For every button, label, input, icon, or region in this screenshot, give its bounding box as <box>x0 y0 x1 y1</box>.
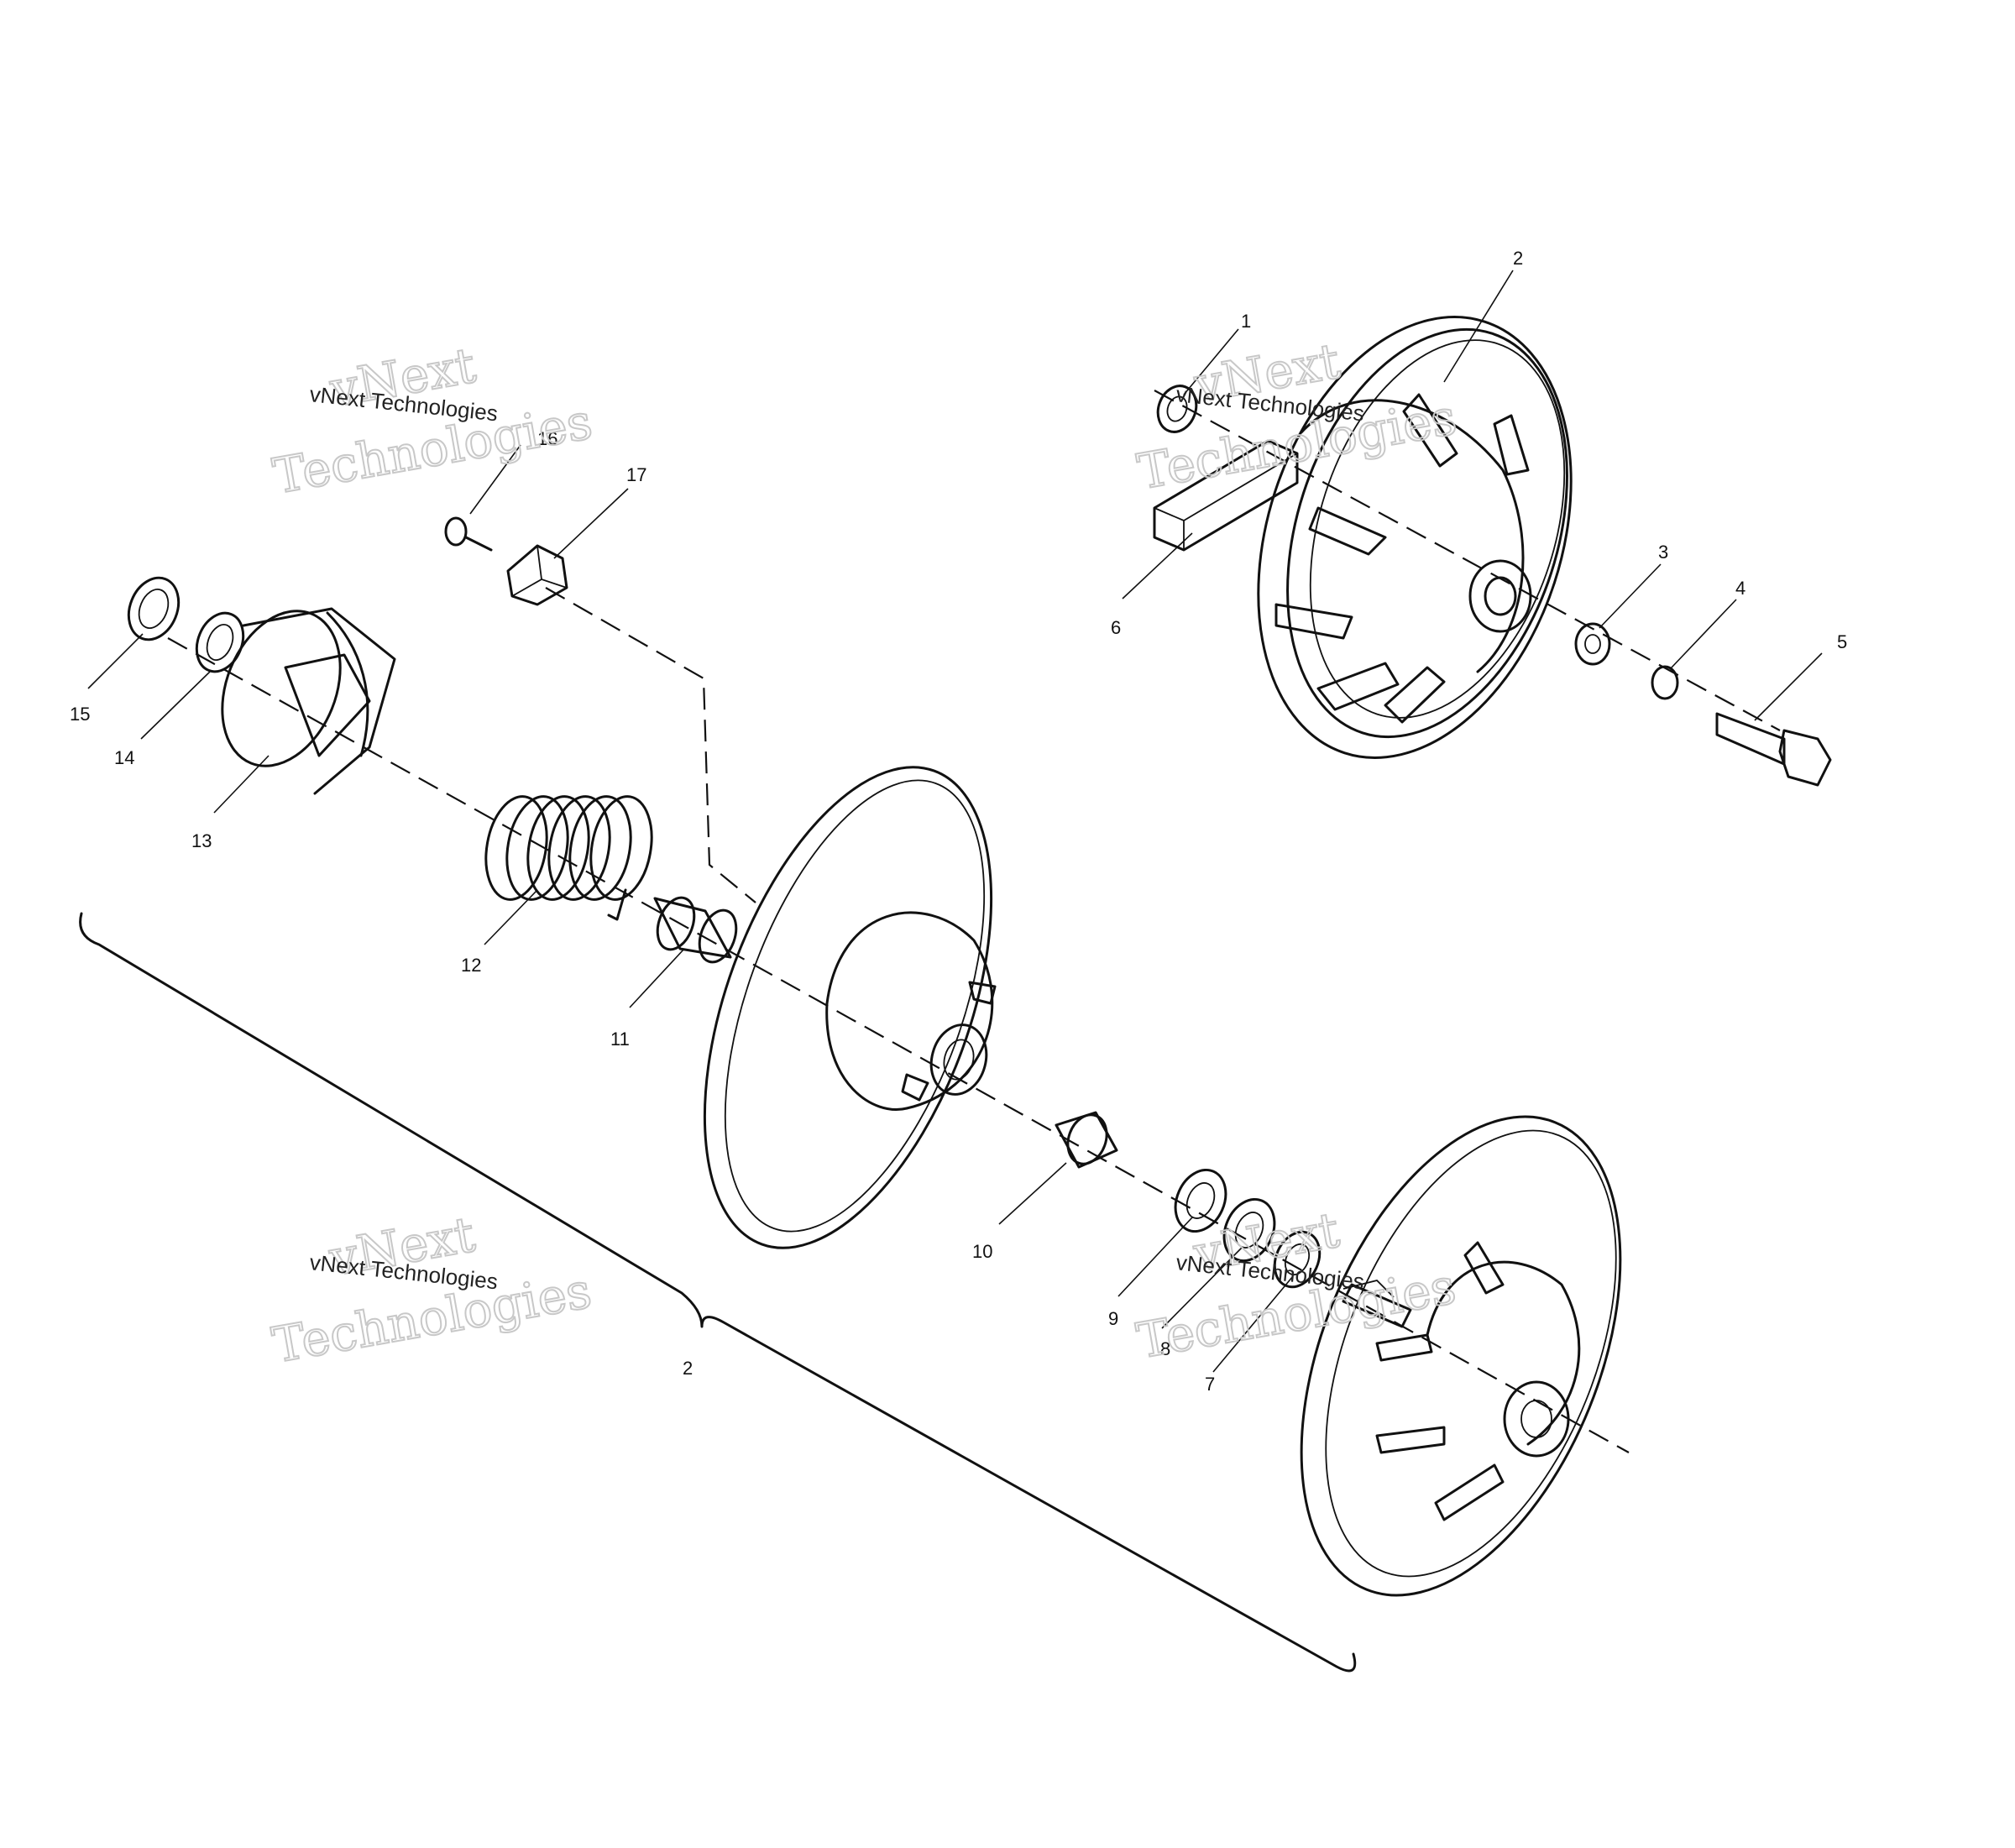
callout-3: 3 <box>1658 542 1668 563</box>
snap-ring-part-15 <box>127 576 181 641</box>
assembly-bracket <box>79 912 1357 1673</box>
callout-7: 7 <box>1205 1374 1215 1395</box>
washer-part-8 <box>1222 1197 1276 1263</box>
washer-part-3 <box>1574 622 1611 666</box>
axis-main <box>167 637 1630 1453</box>
upper-sheave-assembly <box>1153 316 1832 787</box>
callout-5: 5 <box>1837 631 1847 652</box>
callout-13: 13 <box>191 830 212 851</box>
screw-part-16 <box>444 516 493 552</box>
leader-lines <box>87 270 1823 1373</box>
fixed-sheave <box>1300 1115 1622 1597</box>
moveable-sheave <box>703 766 997 1249</box>
axis-cam-bolt <box>545 587 756 903</box>
callout-15: 15 <box>70 704 90 725</box>
callout-12: 12 <box>461 955 481 976</box>
slider-button-part-17 <box>506 544 568 606</box>
lockwasher-part-4 <box>1651 665 1679 700</box>
callout-4: 4 <box>1735 578 1745 599</box>
callout-1: 1 <box>1241 311 1251 332</box>
shoe-part-6 <box>1153 439 1299 552</box>
callout-9: 9 <box>1108 1308 1118 1329</box>
callout-8: 8 <box>1160 1338 1170 1359</box>
bushing-part-11 <box>653 896 738 964</box>
washer-part-9 <box>1174 1168 1227 1233</box>
bolt-part-5 <box>1715 712 1832 787</box>
callout-2-bracket: 2 <box>683 1358 693 1379</box>
washer-part-14 <box>195 611 245 673</box>
callout-14: 14 <box>114 747 134 768</box>
spring-part-12 <box>484 795 653 921</box>
bearing-part-10 <box>1055 1111 1118 1169</box>
callout-11: 11 <box>610 1029 630 1050</box>
helix-cam-part-13 <box>221 607 396 795</box>
washer-part-1 <box>1156 385 1198 433</box>
callout-17: 17 <box>626 464 646 485</box>
callout-2: 2 <box>1513 248 1523 269</box>
callout-6: 6 <box>1111 617 1121 638</box>
callout-10: 10 <box>972 1241 992 1262</box>
callout-16: 16 <box>537 428 557 449</box>
callout-labels: 1 2 3 4 5 6 7 8 9 10 11 12 13 14 15 16 1… <box>70 248 1847 1395</box>
